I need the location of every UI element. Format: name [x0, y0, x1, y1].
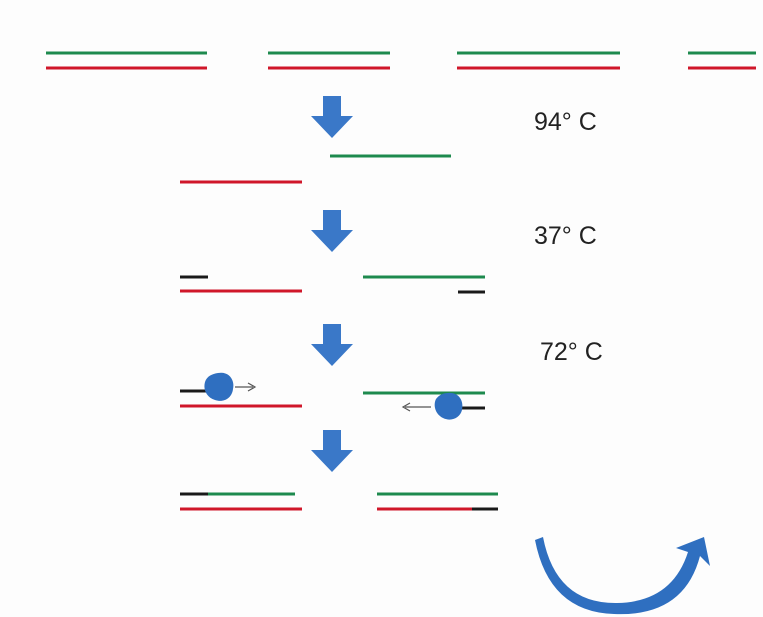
down-arrow-icon	[311, 324, 353, 366]
extension-left	[180, 372, 302, 408]
temperature-label-annealing: 37° C	[534, 222, 597, 250]
cycle-arrow-icon	[535, 537, 710, 615]
down-arrow-icon	[311, 96, 353, 138]
dsdna-row-product	[180, 492, 498, 511]
annealed-primers	[180, 275, 485, 294]
direction-arrowhead	[247, 382, 257, 392]
polymerase-icon	[204, 372, 234, 401]
polymerase-icon	[434, 392, 463, 420]
down-arrow-icon	[311, 430, 353, 472]
denatured-strands	[180, 154, 451, 184]
direction-arrowhead	[401, 402, 411, 412]
temperature-label-extension: 72° C	[540, 338, 603, 366]
temperature-label-denaturation: 94° C	[534, 108, 597, 136]
down-arrow-icon	[311, 210, 353, 252]
extension-right	[363, 391, 485, 420]
dsdna-row-initial	[46, 51, 756, 70]
